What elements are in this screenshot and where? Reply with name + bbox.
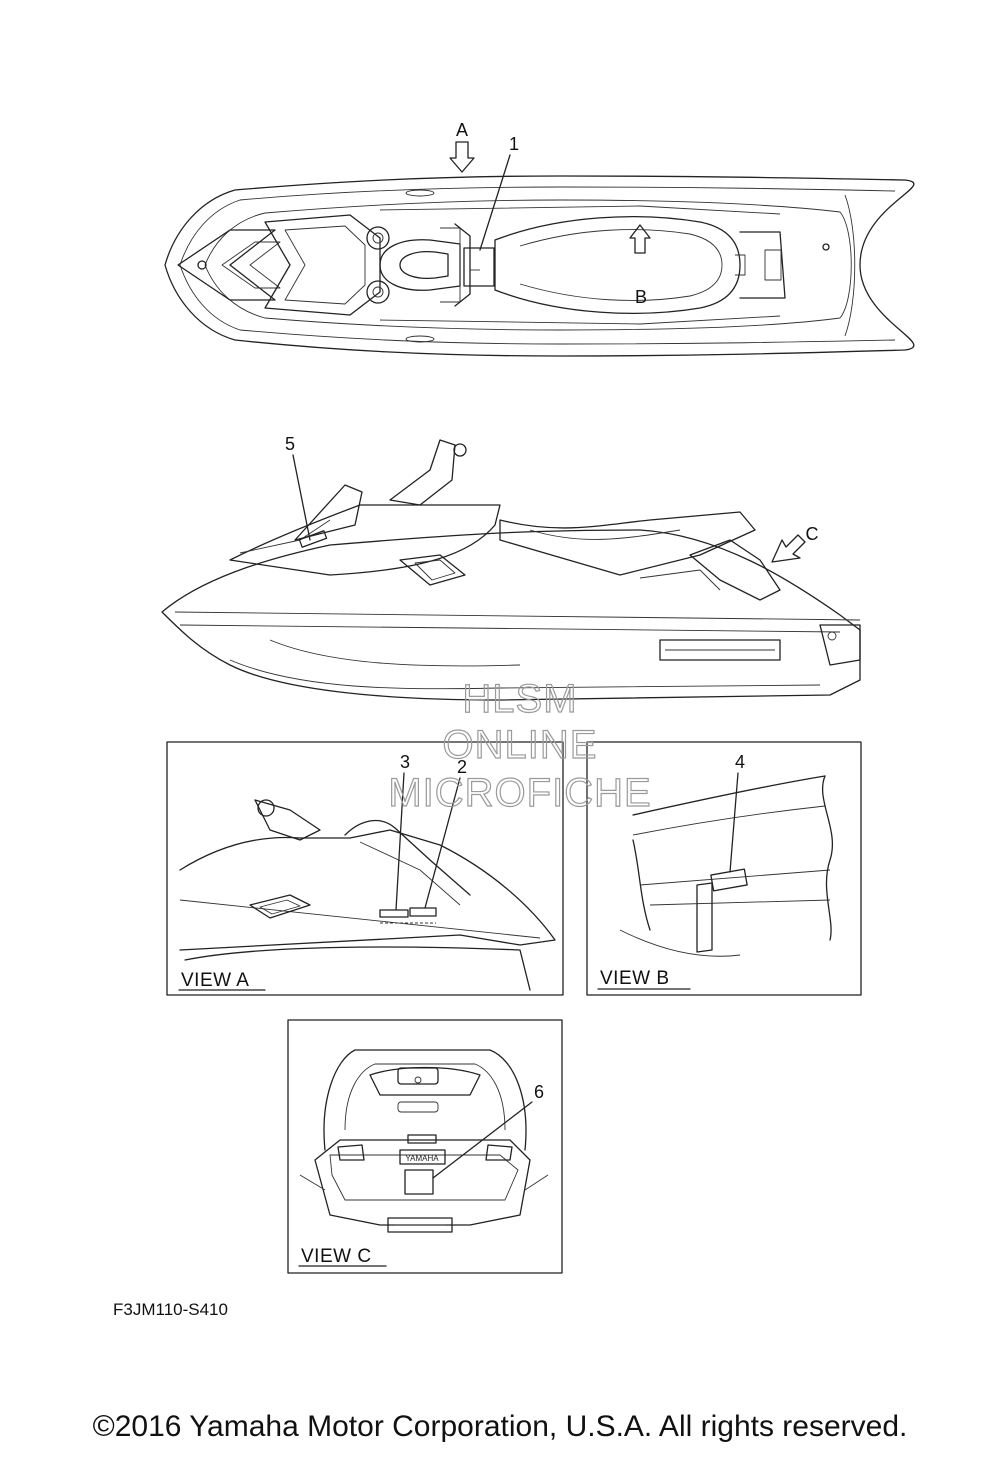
top-view-drawing (164, 175, 915, 357)
view-b-drawing (619, 775, 834, 957)
callout-1: 1 (509, 134, 519, 154)
view-c-marker: C (806, 524, 819, 544)
view-b-marker: B (635, 287, 647, 307)
view-c-arrow-icon (771, 534, 806, 563)
callout-6-leader (432, 1101, 533, 1179)
view-a-label: VIEW A (181, 970, 249, 991)
watermark-line-1: HLSM (462, 677, 577, 721)
callout-2-leader (424, 777, 461, 909)
view-c-panel (287, 1019, 563, 1274)
part-code: F3JM110-S410 (113, 1300, 228, 1319)
view-b-arrow-icon (629, 224, 651, 254)
callout-4-leader (729, 772, 739, 873)
callout-2: 2 (457, 757, 467, 777)
callout-1-leader (479, 154, 511, 251)
view-c-drawing (299, 1049, 549, 1233)
callout-3-leader (395, 772, 405, 911)
view-b-panel (586, 741, 862, 996)
view-c-label: VIEW C (301, 1246, 372, 1267)
view-b-label: VIEW B (600, 968, 670, 989)
watermark-line-3: MICROFICHE (388, 771, 651, 815)
view-a-arrow-icon (449, 141, 475, 173)
watermark-line-2: ONLINE (443, 723, 598, 767)
callout-5-leader (292, 454, 311, 541)
callout-5: 5 (285, 434, 295, 454)
view-a-panel (166, 741, 564, 996)
callout-3: 3 (400, 752, 410, 772)
side-view-drawing (161, 439, 861, 701)
copyright-notice: ©2016 Yamaha Motor Corporation, U.S.A. A… (92, 1410, 908, 1443)
yamaha-badge-text: YAMAHA (405, 1154, 439, 1163)
callout-4: 4 (735, 752, 745, 772)
view-a-marker: A (456, 120, 468, 140)
view-a-drawing (179, 799, 556, 991)
callout-6: 6 (534, 1082, 544, 1102)
